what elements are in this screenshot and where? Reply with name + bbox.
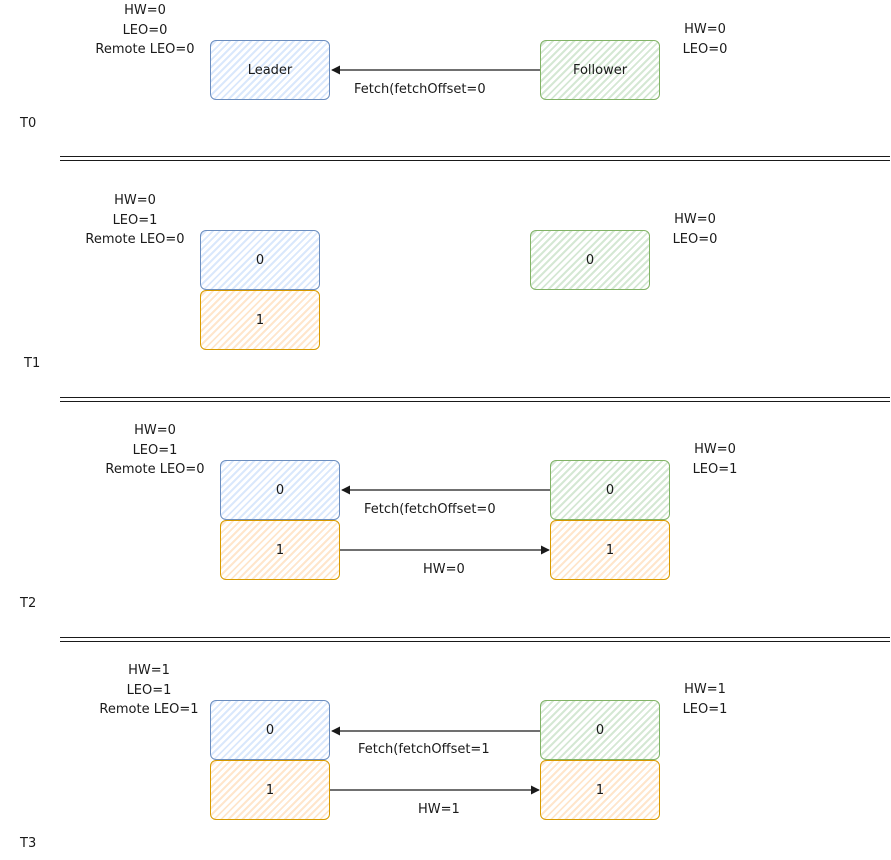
- t1-follower-record-0: 0: [530, 230, 650, 290]
- t3-leader-leo: LEO=1: [126, 682, 172, 698]
- t0-fetch-label: Fetch(fetchOffset=0: [354, 82, 486, 97]
- t2-follower-leo: LEO=1: [692, 461, 738, 477]
- t2-follower-record-0: 0: [550, 460, 670, 520]
- t1-follower-record-0-label: 0: [585, 252, 595, 268]
- t1-leader-leo: LEO=1: [112, 212, 158, 228]
- t3-follower-record-0: 0: [540, 700, 660, 760]
- t0-follower-box: Follower: [540, 40, 660, 100]
- t2-separator: [60, 637, 890, 642]
- t3-follower-state: HW=1 LEO=1: [675, 680, 735, 719]
- t1-leader-record-0: 0: [200, 230, 320, 290]
- t0-leader-remote-leo: Remote LEO=0: [95, 42, 195, 57]
- t1-separator: [60, 397, 890, 402]
- t2-follower-state: HW=0 LEO=1: [685, 440, 745, 479]
- t2-leader-hw: HW=0: [134, 423, 176, 438]
- t0-leader-state: HW=0 LEO=0 Remote LEO=0: [86, 1, 204, 60]
- t1-leader-record-0-label: 0: [255, 252, 265, 268]
- t2-leader-remote-leo: Remote LEO=0: [105, 462, 205, 477]
- t0-leader-leo: LEO=0: [122, 22, 168, 38]
- t3-follower-record-1: 1: [540, 760, 660, 820]
- t1-leader-record-1: 1: [200, 290, 320, 350]
- t2-follower-hw: HW=0: [694, 442, 736, 457]
- t3-leader-record-1-label: 1: [265, 782, 275, 798]
- t1-follower-leo: LEO=0: [672, 231, 718, 247]
- t3-follower-record-0-label: 0: [595, 722, 605, 738]
- t2-leader-record-0: 0: [220, 460, 340, 520]
- t2-leader-state: HW=0 LEO=1 Remote LEO=0: [96, 421, 214, 480]
- t3-time-label: T3: [20, 836, 37, 851]
- t2-leader-record-1-label: 1: [275, 542, 285, 558]
- t0-follower-hw: HW=0: [684, 22, 726, 37]
- t3-fetch-label: Fetch(fetchOffset=1: [358, 742, 490, 757]
- t0-leader-box: Leader: [210, 40, 330, 100]
- t3-leader-remote-leo: Remote LEO=1: [99, 702, 199, 717]
- t1-leader-hw: HW=0: [114, 193, 156, 208]
- t1-follower-hw: HW=0: [674, 212, 716, 227]
- t3-follower-record-1-label: 1: [595, 782, 605, 798]
- t2-leader-record-0-label: 0: [275, 482, 285, 498]
- t1-leader-remote-leo: Remote LEO=0: [85, 232, 185, 247]
- t2-follower-record-1: 1: [550, 520, 670, 580]
- t3-follower-leo: LEO=1: [682, 701, 728, 717]
- t1-follower-state: HW=0 LEO=0: [665, 210, 725, 249]
- t0-time-label: T0: [20, 116, 37, 131]
- t1-leader-state: HW=0 LEO=1 Remote LEO=0: [76, 191, 194, 250]
- t2-leader-record-1: 1: [220, 520, 340, 580]
- t2-response-label: HW=0: [423, 562, 465, 577]
- t3-follower-hw: HW=1: [684, 682, 726, 697]
- t3-leader-record-0-label: 0: [265, 722, 275, 738]
- t1-leader-record-1-label: 1: [255, 312, 265, 328]
- t2-follower-record-0-label: 0: [605, 482, 615, 498]
- t3-leader-record-1: 1: [210, 760, 330, 820]
- t2-follower-record-1-label: 1: [605, 542, 615, 558]
- t0-follower-label: Follower: [572, 62, 628, 78]
- t2-fetch-label: Fetch(fetchOffset=0: [364, 502, 496, 517]
- t0-separator: [60, 156, 890, 161]
- t0-leader-hw: HW=0: [124, 3, 166, 18]
- t3-leader-record-0: 0: [210, 700, 330, 760]
- t3-leader-state: HW=1 LEO=1 Remote LEO=1: [90, 661, 208, 720]
- t3-leader-hw: HW=1: [128, 663, 170, 678]
- t2-leader-leo: LEO=1: [132, 442, 178, 458]
- t0-leader-label: Leader: [247, 62, 293, 78]
- t0-follower-state: HW=0 LEO=0: [675, 20, 735, 59]
- t2-time-label: T2: [20, 596, 37, 611]
- t0-follower-leo: LEO=0: [682, 41, 728, 57]
- t3-response-label: HW=1: [418, 802, 460, 817]
- t1-time-label: T1: [24, 356, 41, 371]
